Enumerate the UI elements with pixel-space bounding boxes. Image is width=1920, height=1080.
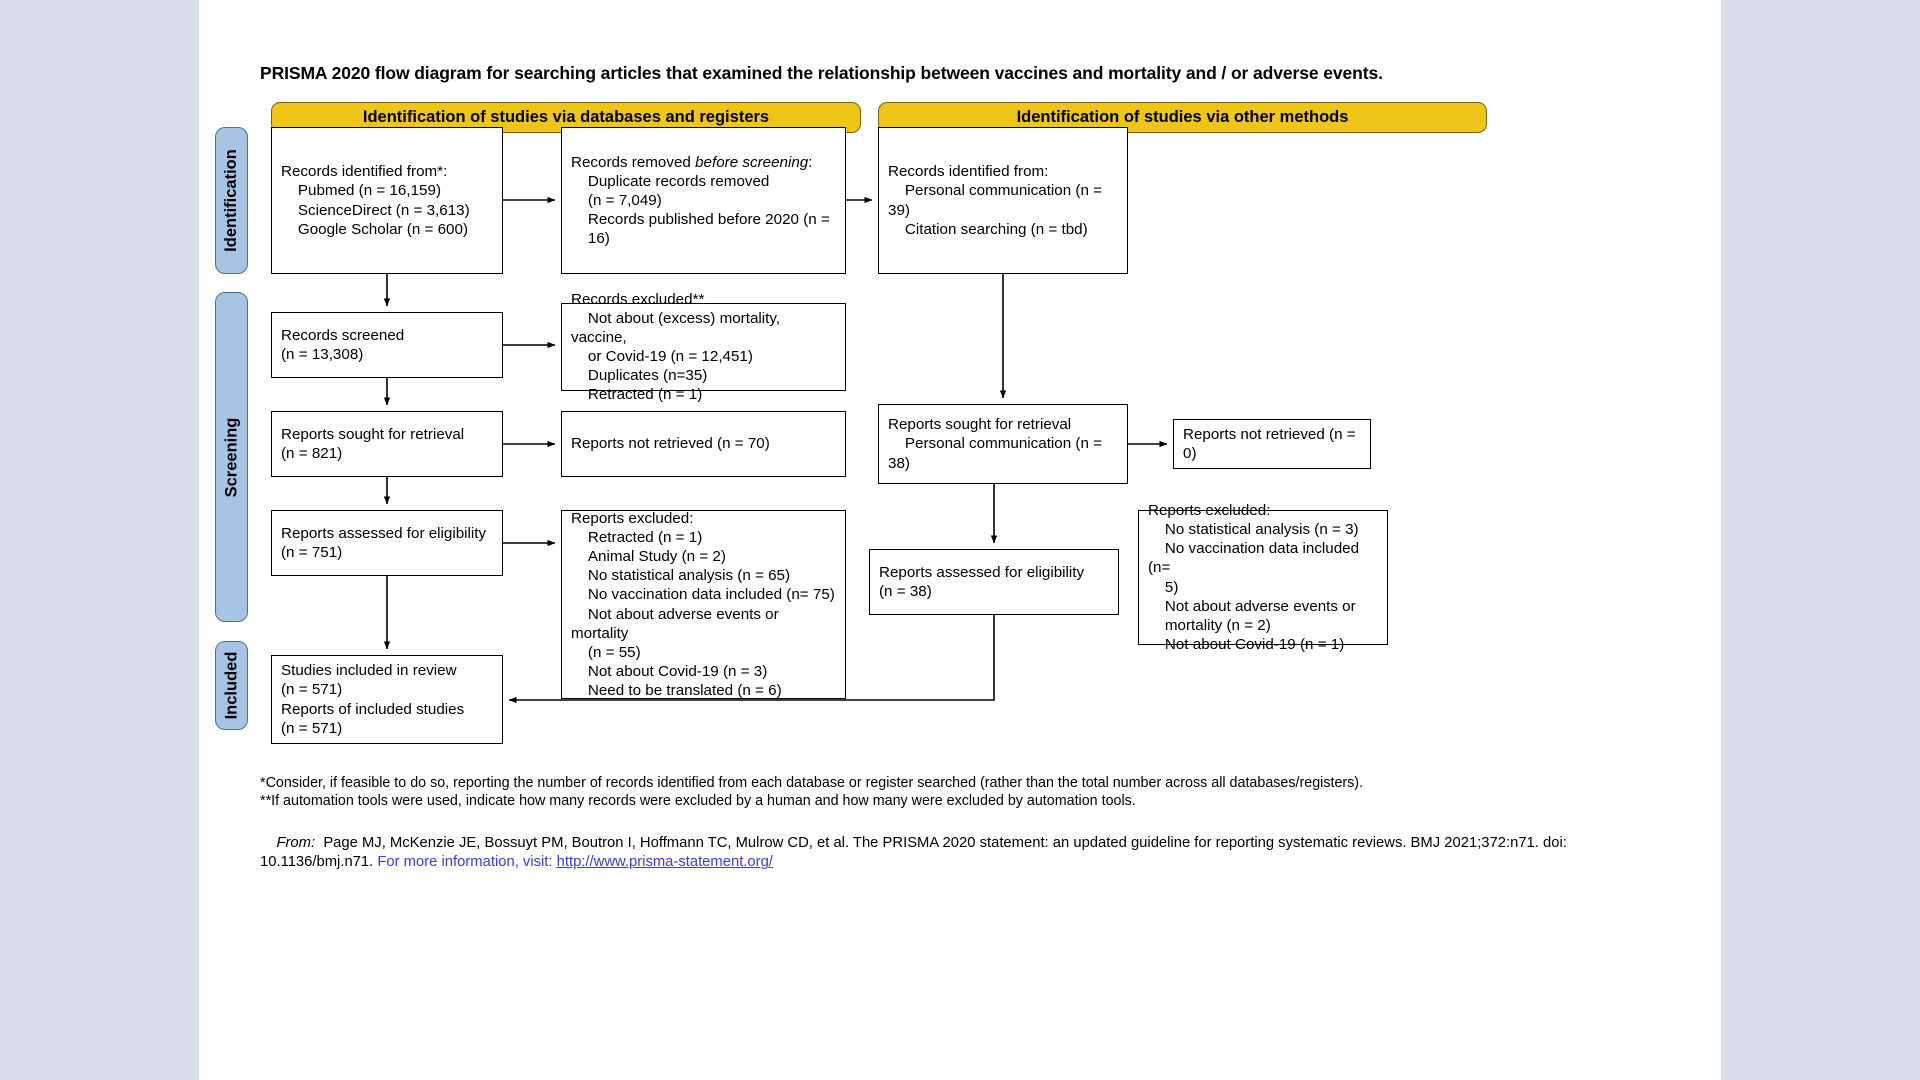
arrow-assessed-other-to-included	[508, 615, 995, 704]
document-page: PRISMA 2020 flow diagram for searching a…	[199, 0, 1721, 1080]
prisma-statement-link[interactable]: http://www.prisma-statement.org/	[557, 854, 773, 870]
box-records-excluded: Records excluded** Not about (excess) mo…	[561, 291, 846, 403]
box-reports-excluded: Reports excluded: Retracted (n = 1) Anim…	[561, 510, 846, 699]
box-records-identified-databases: Records identified from*: Pubmed (n = 16…	[271, 127, 503, 274]
box-studies-included-review-text: Studies included in review (n = 571) Rep…	[281, 662, 465, 737]
box-reports-not-retrieved: Reports not retrieved (n = 70)	[561, 411, 846, 477]
citation-text: Page MJ, McKenzie JE, Bossuyt PM, Boutro…	[260, 835, 1571, 871]
banner-other-methods-label: Identification of studies via other meth…	[1016, 108, 1349, 127]
box-records-excluded-text: Records excluded** Not about (excess) mo…	[571, 290, 781, 404]
box-reports-assessed-eligibility: Reports assessed for eligibility (n = 75…	[271, 510, 503, 576]
prisma-statement-link-text: http://www.prisma-statement.org/	[556, 854, 773, 871]
box-reports-not-retrieved-other-text: Reports not retrieved (n = 0)	[1183, 425, 1360, 462]
stage-label-included: Included	[215, 641, 248, 730]
box-reports-sought-retrieval-other-text: Reports sought for retrieval Personal co…	[888, 416, 1103, 472]
box-reports-assessed-eligibility-other: Reports assessed for eligibility (n = 38…	[869, 549, 1119, 615]
box-reports-excluded-text: Reports excluded: Retracted (n = 1) Anim…	[571, 509, 835, 700]
stage-label-identification: Identification	[215, 127, 248, 274]
box-records-identified-other-text: Records identified from: Personal commun…	[888, 163, 1103, 238]
citation-link-prefix: For more information, visit:	[377, 854, 557, 871]
stage-label-screening: Screening	[215, 292, 248, 622]
box-records-screened-text: Records screened (n = 13,308)	[281, 326, 405, 363]
footnote-asterisk-notes: *Consider, if feasible to do so, reporti…	[260, 775, 1364, 809]
box-records-screened: Records screened (n = 13,308)	[271, 312, 503, 378]
box-records-identified-other-methods: Records identified from: Personal commun…	[878, 127, 1128, 274]
box-reports-excluded-other: Reports excluded: No statistical analysi…	[1138, 502, 1388, 653]
box-reports-not-retrieved-other: Reports not retrieved (n = 0)	[1173, 419, 1371, 469]
box-records-identified-databases-text: Records identified from*: Pubmed (n = 16…	[281, 163, 470, 238]
records-removed-rest: : Duplicate records removed (n = 7,049) …	[587, 153, 830, 248]
box-reports-not-retrieved-text: Reports not retrieved (n = 70)	[571, 435, 770, 453]
box-reports-assessed-eligibility-text: Reports assessed for eligibility (n = 75…	[281, 524, 487, 561]
box-reports-sought-retrieval: Reports sought for retrieval (n = 821)	[271, 411, 503, 477]
box-records-removed-before-screening: Records removed before screening: Duplic…	[561, 127, 846, 274]
records-removed-prefix: Records removed	[571, 153, 696, 171]
banner-databases-label: Identification of studies via databases …	[362, 108, 770, 127]
records-removed-italic: before screening	[695, 153, 809, 171]
box-reports-sought-retrieval-text: Reports sought for retrieval (n = 821)	[281, 425, 465, 462]
box-reports-sought-retrieval-other: Reports sought for retrieval Personal co…	[878, 404, 1128, 484]
flow-connectors	[383, 196, 1168, 704]
box-studies-included-review: Studies included in review (n = 571) Rep…	[271, 655, 503, 744]
citation-block: From: Page MJ, McKenzie JE, Bossuyt PM, …	[260, 815, 1660, 892]
box-records-removed-text: Records removed before screening: Duplic…	[571, 153, 830, 249]
box-reports-excluded-other-text: Reports excluded: No statistical analysi…	[1148, 501, 1360, 653]
page-title: PRISMA 2020 flow diagram for searching a…	[260, 63, 1383, 83]
box-reports-assessed-eligibility-other-text: Reports assessed for eligibility (n = 38…	[879, 563, 1085, 600]
citation-from-label: From:	[276, 835, 316, 852]
